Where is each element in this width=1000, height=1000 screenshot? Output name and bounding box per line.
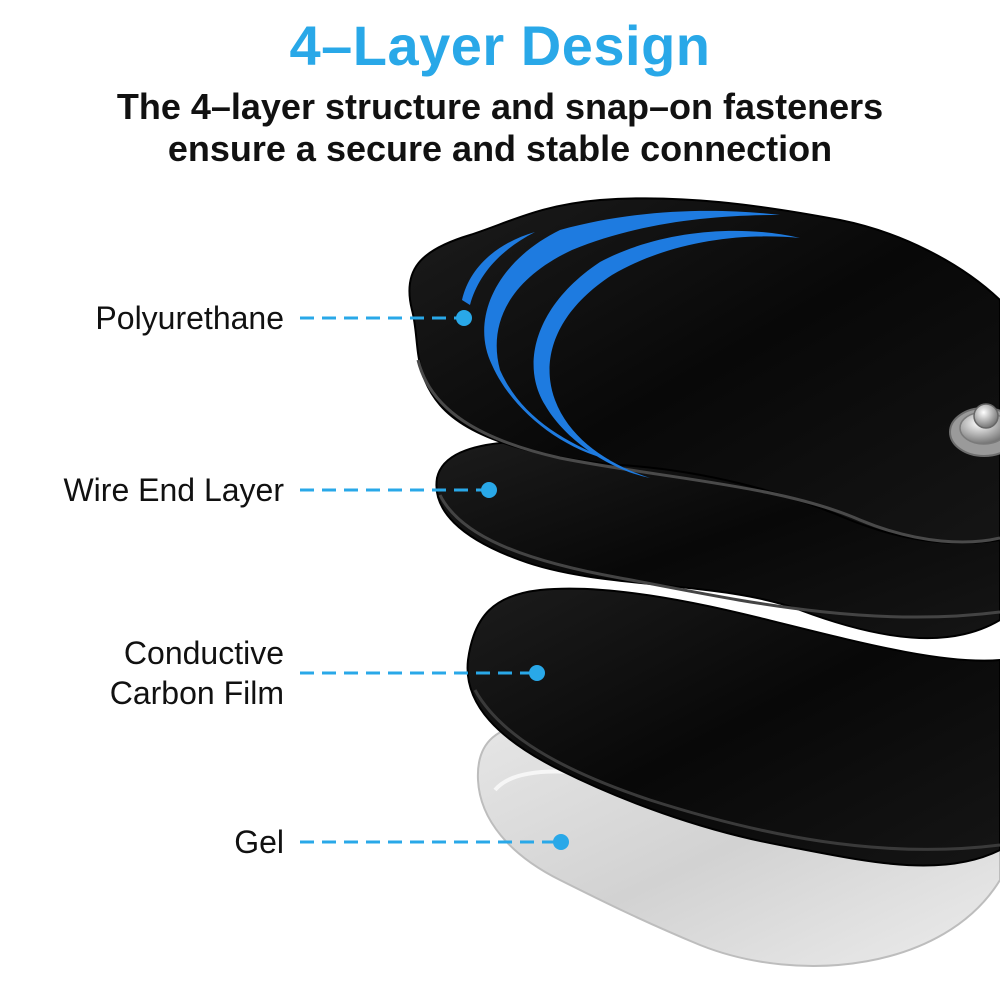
leader-dot-carbon-film (529, 665, 545, 681)
label-wire-end-line-1: Wire End Layer (63, 472, 284, 508)
label-gel: Gel (234, 822, 284, 862)
label-carbon-film-line-2: Carbon Film (109, 675, 284, 711)
label-polyurethane: Polyurethane (95, 298, 284, 338)
carbon-film-edge (473, 689, 1000, 851)
label-gel-line-1: Gel (234, 824, 284, 860)
polyurethane-edge (416, 359, 1000, 544)
label-wire-end-layer: Wire End Layer (63, 470, 284, 510)
subtitle-line-2: ensure a secure and stable connection (167, 128, 833, 169)
leader-dot-gel (553, 834, 569, 850)
label-polyurethane-line-1: Polyurethane (95, 300, 284, 336)
wire-end-edge (438, 494, 1000, 619)
page-subtitle: The 4–layer structure and snap–on fasten… (0, 86, 1000, 170)
label-carbon-film-line-1: Conductive (123, 635, 284, 671)
subtitle-line-1: The 4–layer structure and snap–on fasten… (116, 86, 884, 127)
blue-stripe-1 (462, 232, 535, 305)
snap-fastener-stud (973, 403, 999, 429)
leader-dot-polyurethane (456, 310, 472, 326)
carbon-film-layer (466, 587, 1000, 867)
leader-dot-wire-end (481, 482, 497, 498)
label-conductive-carbon-film: Conductive Carbon Film (110, 633, 284, 713)
page-title: 4–Layer Design (289, 14, 711, 77)
